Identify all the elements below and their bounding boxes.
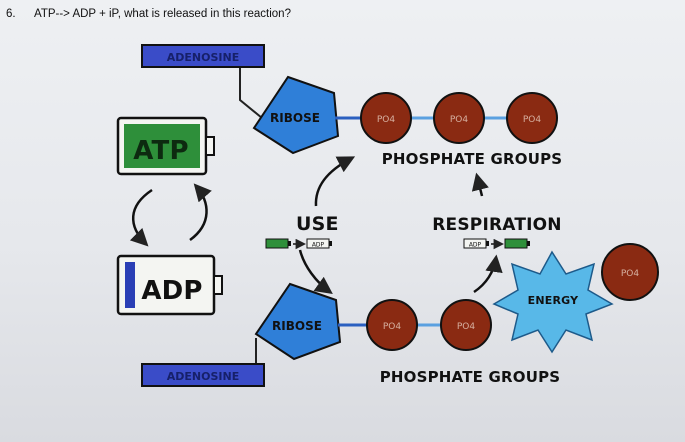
phosphate-groups-label-top: PHOSPHATE GROUPS [382,150,563,168]
adenosine-label-top: ADENOSINE [167,51,239,64]
phosphate-label: PO4 [523,115,542,125]
atp-battery: ATP [116,116,215,176]
energy-label: ENERGY [528,294,579,307]
ribose-bottom: RIBOSE [254,282,342,361]
ribose-label-bottom: RIBOSE [272,319,322,333]
respiration-arrow-up [471,172,489,197]
ribose-label-top: RIBOSE [270,111,320,125]
respiration-mini-conversion: ADP [463,238,530,250]
adp-battery: ADP [116,254,223,316]
respiration-label: RESPIRATION [432,215,561,235]
phosphate-label: PO4 [377,115,396,125]
atp-label: ATP [133,136,189,166]
phosphate-label: PO4 [383,322,402,332]
use-mini-conversion: ADP [265,238,332,250]
phosphate-top-1: PO4 [360,92,412,144]
free-phosphate: PO4 [601,243,659,301]
phosphate-label: PO4 [450,115,469,125]
phosphate-label: PO4 [457,322,476,332]
phosphate-bottom-2: PO4 [440,299,492,351]
question-number: 6. [6,8,16,20]
adp-label: ADP [141,276,202,306]
phosphate-groups-label-bottom: PHOSPHATE GROUPS [380,368,561,386]
phosphate-top-2: PO4 [433,92,485,144]
adenosine-box-bottom: ADENOSINE [141,363,265,387]
use-mini-adp-label: ADP [312,242,325,249]
adenosine-box-top: ADENOSINE [141,44,265,68]
use-arrow-top [314,156,356,207]
respiration-arrow-in [473,254,503,294]
adenosine-ribose-bond [239,60,263,119]
question-text: ATP--> ADP + iP, what is released in thi… [34,8,291,20]
use-label: USE [296,213,339,235]
adp-molecule: ADENOSINE RIBOSE PO4 PO4 PHOSPHATE GROUP… [141,282,561,387]
phosphate-label: PO4 [621,269,640,279]
adenosine-label-bottom: ADENOSINE [167,370,239,383]
energy-burst: ENERGY [492,250,614,354]
phosphate-top-3: PO4 [506,92,558,144]
phosphate-bottom-1: PO4 [366,299,418,351]
ribose-top: RIBOSE [252,75,340,155]
respiration-mini-adp-label: ADP [469,242,482,249]
atp-molecule: ADENOSINE RIBOSE PO4 PO4 PO4 [141,44,563,168]
use-arrow-bottom [298,249,333,295]
cycle-arrow-down [129,188,153,247]
cycle-arrow-up [189,183,212,242]
